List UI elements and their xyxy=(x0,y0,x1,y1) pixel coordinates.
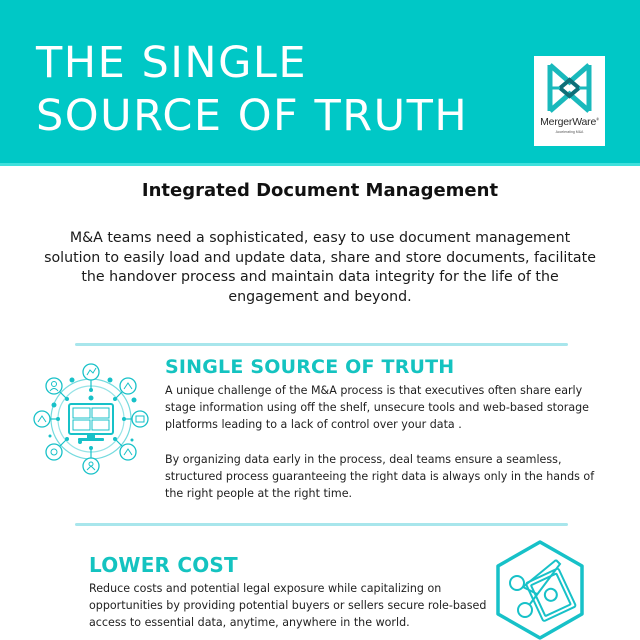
page-title-line-1: THE SINGLE xyxy=(36,38,308,88)
page-title: THE SINGLE SOURCE OF TRUTH xyxy=(36,37,468,143)
feature-paragraph: A unique challenge of the M&A process is… xyxy=(165,384,590,432)
feature-heading: SINGLE SOURCE OF TRUTH xyxy=(165,356,455,378)
network-monitor-icon xyxy=(33,363,149,475)
intro-paragraph: M&A teams need a sophisticated, easy to … xyxy=(44,230,596,305)
feature-heading: LOWER COST xyxy=(89,553,238,577)
feature-paragraph: Reduce costs and potential legal exposur… xyxy=(89,582,487,630)
header-banner: THE SINGLE SOURCE OF TRUTH MergerWare® A… xyxy=(0,0,640,165)
divider-top xyxy=(75,343,568,346)
logo-wordmark: MergerWare® xyxy=(540,116,599,128)
logo-tagline: Accelerating M&A xyxy=(555,130,584,134)
divider-bottom xyxy=(75,523,568,526)
feature-paragraph: By organizing data early in the process,… xyxy=(165,452,595,501)
feature-body: Reduce costs and potential legal exposur… xyxy=(89,580,489,632)
page-title-line-2: SOURCE OF TRUTH xyxy=(36,91,469,141)
section-title: Integrated Document Management xyxy=(141,180,499,201)
mergerware-logo[interactable]: MergerWare® Accelerating M&A xyxy=(534,56,605,146)
mergerware-logo-icon xyxy=(547,63,592,113)
scissors-cutting-money-icon xyxy=(496,540,584,640)
feature-body: A unique challenge of the M&A process is… xyxy=(165,382,605,502)
header-edge-divider xyxy=(0,163,640,166)
